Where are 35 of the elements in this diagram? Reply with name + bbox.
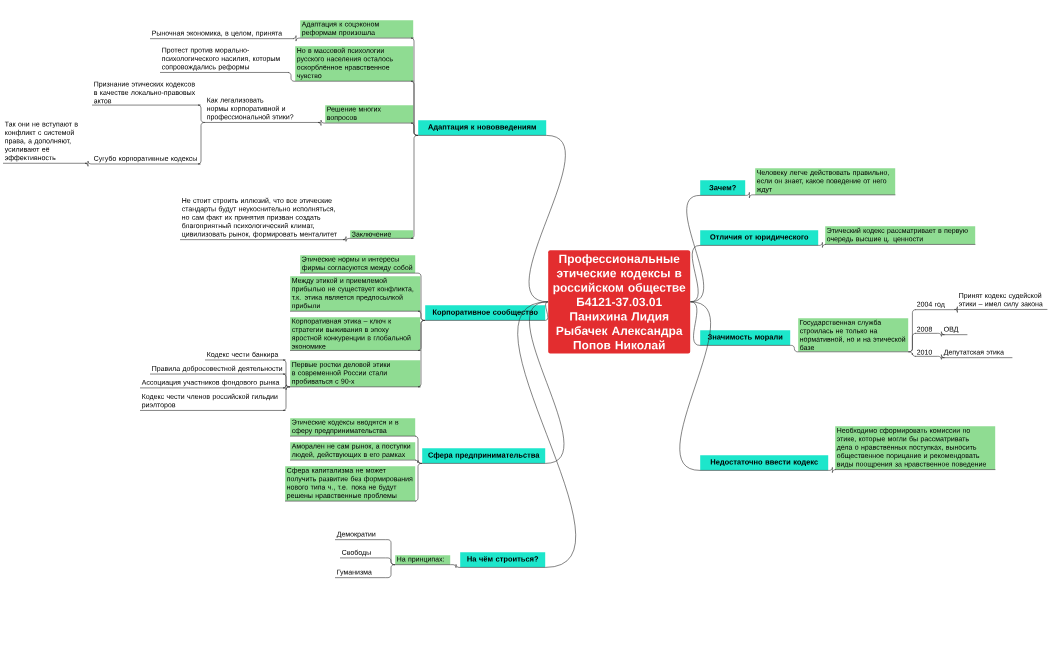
connector-line <box>84 160 93 167</box>
connector-line <box>690 301 701 346</box>
connector-line <box>317 119 326 126</box>
connector-line <box>937 354 945 360</box>
connector-line <box>385 564 396 578</box>
connector-line <box>686 195 704 303</box>
connector-line <box>410 122 419 136</box>
connector-line <box>197 122 206 165</box>
connector-line <box>450 564 461 568</box>
connector-line <box>410 135 419 239</box>
connector-line <box>790 345 799 353</box>
connector-line <box>529 135 566 303</box>
connector-line <box>414 459 423 464</box>
connector-line <box>690 245 701 303</box>
connector-line <box>417 320 426 388</box>
connector-line <box>828 467 836 473</box>
connector-line <box>908 351 916 357</box>
central-topic-box: Профессиональные этические кодексы в российском обществе Б4121-37.03.01 Панихина Лидия Рыбачек Александра Попов Николай <box>548 250 691 354</box>
connector-line <box>745 192 756 199</box>
connector-line <box>529 301 564 464</box>
connector-line <box>417 310 426 321</box>
connector-line <box>282 386 291 411</box>
connector-line <box>197 104 206 123</box>
connector-line <box>287 72 296 82</box>
connector-line <box>818 242 826 248</box>
connector-line <box>385 557 396 565</box>
connector-line <box>342 236 351 242</box>
connector-line <box>953 306 958 313</box>
connector-line <box>679 301 711 471</box>
connector-line <box>937 331 945 337</box>
connector-line <box>908 333 916 353</box>
connector-line <box>518 301 576 568</box>
connector-line <box>414 463 423 502</box>
connector-line <box>292 35 301 42</box>
connector-line <box>545 301 549 321</box>
